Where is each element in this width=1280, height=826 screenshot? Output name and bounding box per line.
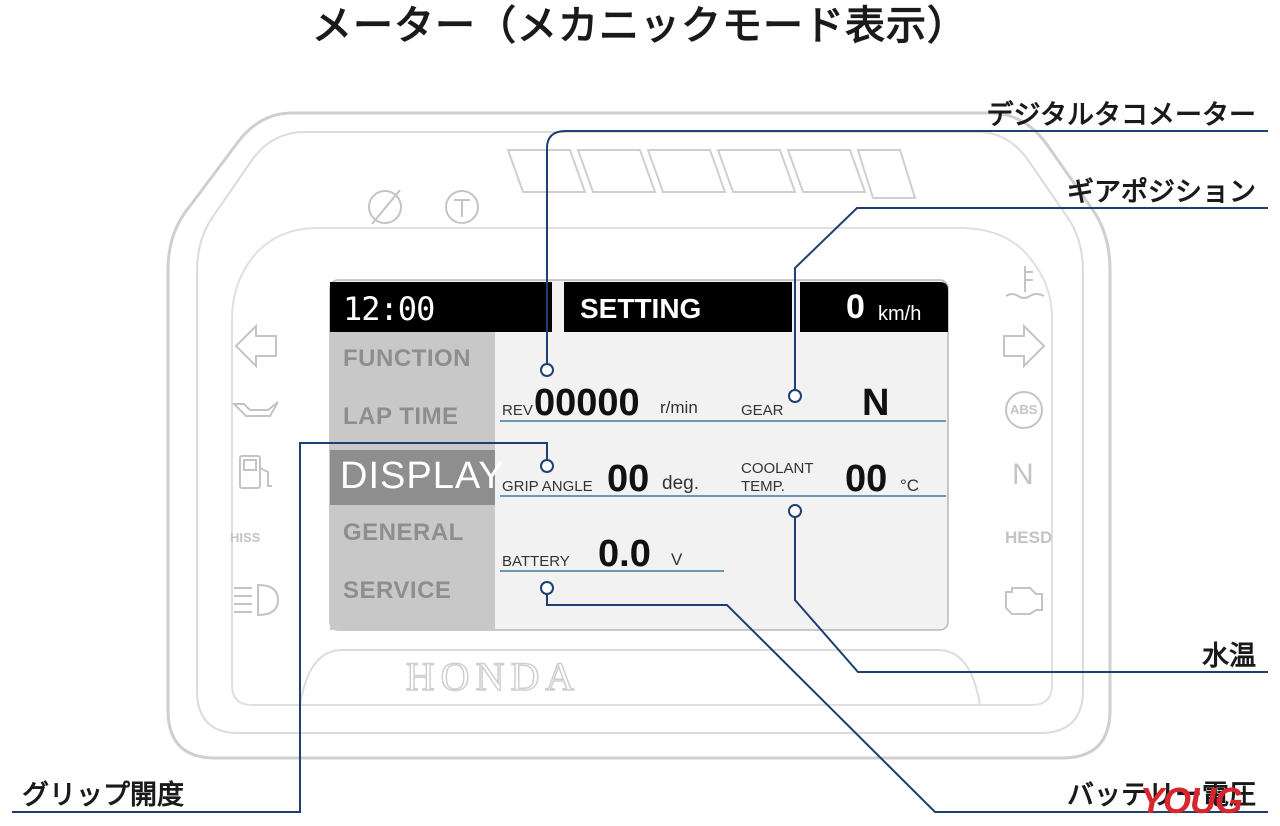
callout-grip-angle: グリップ開度 <box>22 780 184 811</box>
callout-line-battery <box>546 588 1268 813</box>
rpm-segment <box>856 149 917 199</box>
battery-unit: V <box>671 550 683 569</box>
rev-value: 00000 <box>534 382 640 424</box>
speed-value: 0 <box>846 288 865 326</box>
speed-unit: km/h <box>878 303 922 325</box>
menu-item-function: FUNCTION <box>343 345 471 372</box>
battery-label: BATTERY <box>502 553 570 570</box>
menu-item-display: DISPLAY <box>340 455 505 497</box>
callout-line-grip <box>12 442 548 813</box>
fuel-icon <box>239 455 272 489</box>
speed-bar <box>800 282 948 332</box>
rev-label: REV <box>502 402 533 419</box>
mode-display: SETTING <box>580 293 702 324</box>
turn-left-icon <box>234 323 277 369</box>
gear-value: N <box>862 382 890 424</box>
headlight-icon <box>234 583 280 617</box>
callout-line-gear <box>794 207 1268 390</box>
rpm-segment <box>716 149 797 193</box>
grip-angle-value: 00 <box>607 458 650 500</box>
logo-bezel <box>299 649 981 707</box>
meter-housing-outer <box>166 111 1112 760</box>
abs-icon-ring <box>1005 391 1043 429</box>
abs-indicator: ABS <box>1010 402 1038 417</box>
battery-value: 0.0 <box>598 533 651 575</box>
coolant-label-line2: TEMP. <box>741 478 785 495</box>
mode-bar <box>564 282 792 332</box>
callout-line-water <box>794 517 1268 673</box>
traction-off-icon <box>368 189 402 225</box>
honda-logo: HONDA <box>406 654 580 699</box>
callout-lines <box>12 130 1268 813</box>
coolant-label-line1: COOLANT <box>741 460 814 477</box>
coolant-unit: °C <box>900 476 920 495</box>
hiss-indicator: HISS <box>230 530 261 545</box>
rev-unit: r/min <box>660 398 698 417</box>
grip-angle-label: GRIP ANGLE <box>502 478 593 495</box>
menu-item-general: GENERAL <box>343 519 464 546</box>
callout-dot-gear <box>788 389 802 403</box>
hesd-indicator: HESD <box>1005 528 1053 547</box>
page-title: メーター（メカニックモード表示） <box>312 3 968 49</box>
watermark-logo: YOUG <box>1140 780 1243 821</box>
rpm-segment <box>506 149 587 193</box>
rpm-segment <box>646 149 727 193</box>
rpm-bar <box>506 149 917 199</box>
coolant-temp-icon <box>1005 266 1045 299</box>
callout-digital-tachometer: デジタルタコメーター <box>986 100 1256 131</box>
callout-gear-position: ギアポジション <box>1067 177 1256 208</box>
callout-dot-battery <box>540 581 554 595</box>
rpm-segment <box>786 149 867 193</box>
coolant-value: 00 <box>845 458 888 500</box>
menu-item-service: SERVICE <box>343 577 452 604</box>
callout-dots <box>540 363 802 595</box>
callout-dot-tacho <box>540 363 554 377</box>
clock-display: 12:00 <box>343 290 435 328</box>
menu-item-lap-time: LAP TIME <box>343 403 459 430</box>
callout-water-temp: 水温 <box>1202 641 1256 672</box>
rpm-segment <box>576 149 657 193</box>
meter-face <box>231 227 1053 706</box>
meter-housing-inner <box>196 131 1084 734</box>
turn-right-icon <box>1003 323 1046 369</box>
neutral-indicator: N <box>1012 458 1034 491</box>
callout-dot-grip <box>540 459 554 473</box>
oil-pressure-icon <box>231 401 279 417</box>
callout-dot-water <box>788 504 802 518</box>
gear-label: GEAR <box>741 402 784 419</box>
callout-line-tacho <box>546 130 1268 370</box>
traction-t-icon <box>445 190 479 224</box>
clock-bar <box>330 282 552 332</box>
callout-battery-voltage: バッテリー電圧 <box>1067 780 1256 811</box>
grip-angle-unit: deg. <box>662 473 699 494</box>
menu-selected-bg <box>330 450 495 505</box>
engine-check-icon <box>1005 587 1043 615</box>
